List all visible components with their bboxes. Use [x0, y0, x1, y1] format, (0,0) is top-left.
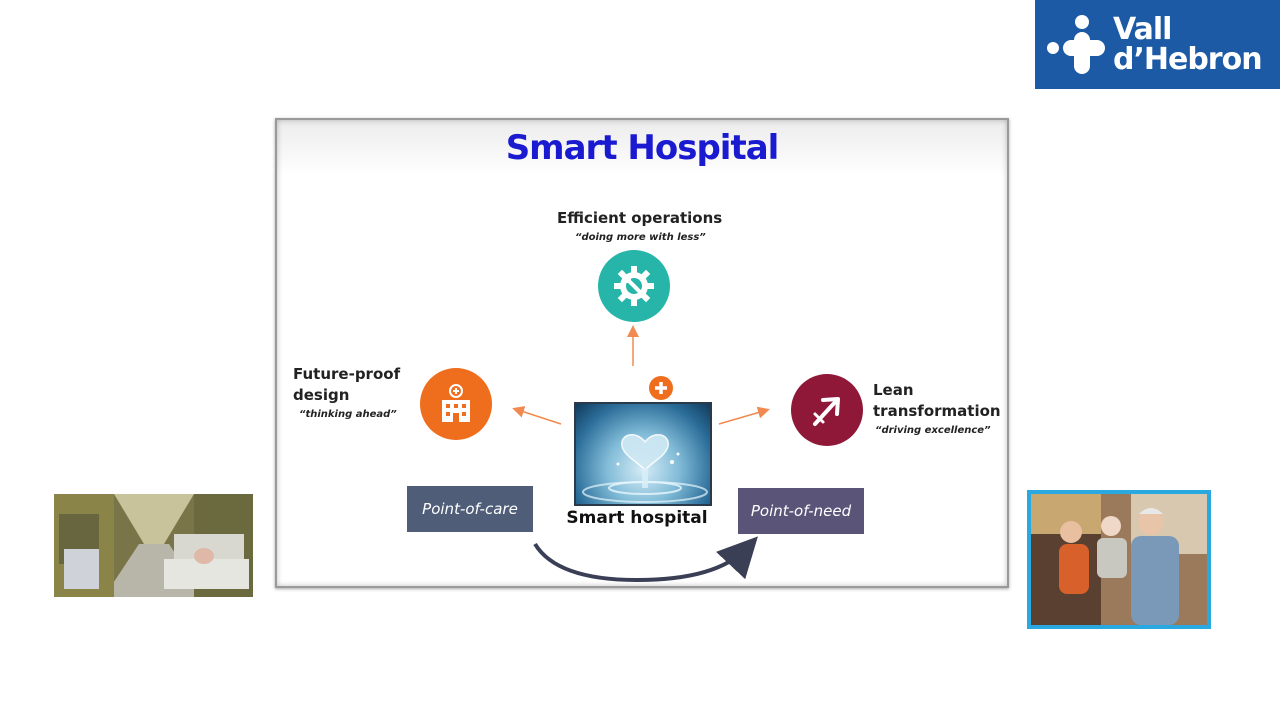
curved-arrow: [533, 536, 758, 583]
point-of-care-box: Point-of-care: [407, 486, 533, 532]
gear-wrench-icon: [598, 250, 670, 322]
left-node-tagline: “thinking ahead”: [299, 409, 397, 420]
hospital-building-icon: [420, 368, 492, 440]
logo-text-line2: d’Hebron: [1113, 42, 1263, 77]
hospital-corridor-photo: [54, 494, 253, 597]
medical-plus-icon: [649, 376, 673, 400]
logo-cross-icon: [1047, 15, 1105, 74]
right-node-tagline: “driving excellence”: [875, 425, 991, 436]
arrow-up-right-icon: [791, 374, 863, 446]
diagram-arrows: [512, 325, 770, 583]
smart-hospital-slide: Smart Hospital Efficient operations “doi…: [275, 118, 1009, 588]
center-node-label: Smart hospital: [566, 508, 708, 528]
slide-title: Smart Hospital: [505, 128, 780, 168]
left-node-heading-line2: design: [293, 386, 350, 404]
point-of-need-box: Point-of-need: [738, 488, 864, 534]
left-node-heading-line1: Future-proof: [293, 365, 401, 383]
right-node-heading-line2: transformation: [873, 402, 1001, 420]
top-node-tagline: “doing more with less”: [575, 232, 706, 243]
right-node-heading-line1: Lean: [873, 381, 914, 399]
arrow-right: [718, 406, 770, 425]
vall-dhebron-logo: Vall d’Hebron: [1035, 0, 1280, 89]
family-home-photo: [1027, 490, 1211, 629]
water-heart-photo: [574, 402, 712, 506]
logo-text-line1: Vall: [1113, 12, 1172, 47]
top-node-heading: Efficient operations: [557, 209, 723, 227]
arrow-left: [512, 406, 562, 425]
